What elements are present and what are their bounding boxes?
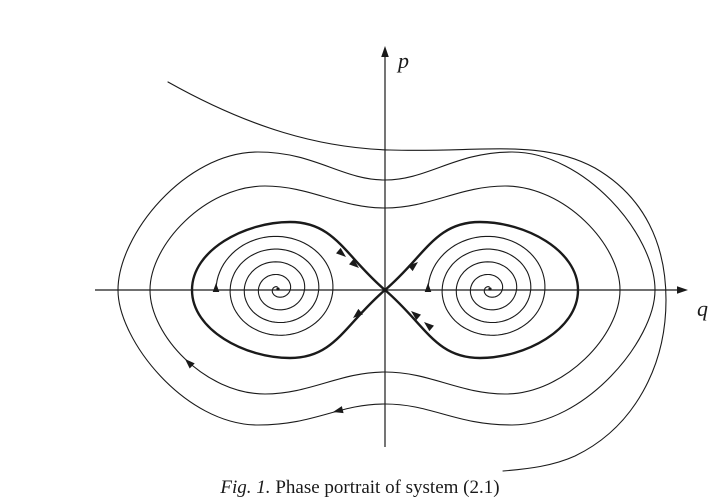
saddle-outflow-arrow-lower-left-icon [353, 308, 363, 318]
saddle-point [383, 288, 387, 292]
p-axis-label: p [396, 48, 409, 73]
separatrix-right-lobe [383, 220, 580, 360]
left-spiral-direction-arrow-icon [212, 283, 220, 292]
right-focus-point [488, 287, 492, 291]
right-spiral-direction-arrow-icon [424, 283, 432, 292]
saddle-outflow-arrow-upper-right-icon [408, 262, 418, 272]
right-spiral [427, 235, 546, 336]
q-axis-arrowhead-icon [677, 286, 688, 294]
saddle-inflow-arrow-upper-left-1-icon [336, 247, 346, 257]
left-spiral [215, 235, 334, 336]
outer-orbit-outermost [117, 151, 656, 426]
middle-orbit-direction-arrow-icon [185, 359, 195, 369]
figure-caption-text: Phase portrait of system (2.1) [275, 477, 500, 498]
saddle-inflow-arrow-lower-right-1-icon [411, 311, 421, 321]
figure-caption-label: Fig. 1. [220, 477, 271, 498]
p-axis-arrowhead-icon [381, 46, 389, 57]
outermost-orbit-direction-arrow-icon [333, 406, 344, 414]
figure-caption: Fig. 1. Phase portrait of system (2.1) [0, 477, 720, 498]
saddle-inflow-arrow-upper-left-2-icon [349, 258, 359, 268]
saddle-inflow-arrow-lower-right-2-icon [424, 322, 434, 332]
separatrix-left-lobe [190, 220, 387, 360]
left-focus-point [276, 287, 280, 291]
open-trajectory-curve [167, 81, 667, 472]
q-axis-label: q [697, 296, 708, 321]
outer-orbit-middle [149, 185, 621, 395]
